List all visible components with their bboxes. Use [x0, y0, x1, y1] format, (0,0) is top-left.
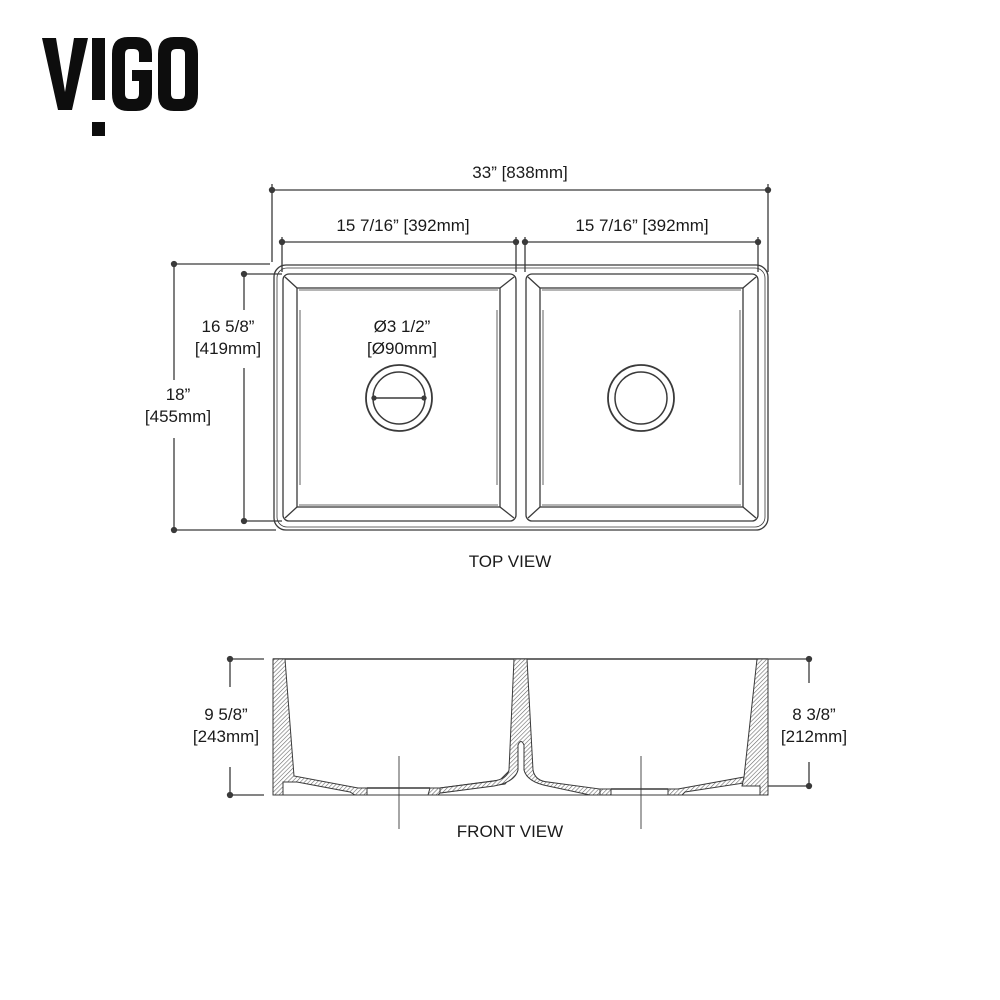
overall-height-dimension	[226, 655, 264, 799]
left-bowl-width-dimension	[278, 237, 520, 272]
top-view-title: TOP VIEW	[468, 552, 552, 571]
overall-depth-label: 18” [455mm]	[134, 384, 222, 428]
overall-height-label: 9 5/8” [243mm]	[182, 704, 270, 748]
right-bowl-width-label: 15 7/16” [392mm]	[557, 215, 727, 237]
front-drain-openings	[367, 787, 668, 790]
overall-depth-dimension	[170, 260, 276, 534]
bowl-depth-label: 16 5/8” [419mm]	[194, 317, 262, 358]
overall-width-dimension	[268, 184, 772, 272]
front-view-title: FRONT VIEW	[456, 822, 564, 841]
left-bowl-width-label: 15 7/16” [392mm]	[318, 215, 488, 237]
drain-diameter-label: Ø3 1/2” [Ø90mm]	[367, 317, 437, 358]
overall-width-label: 33” [838mm]	[440, 162, 600, 184]
drain-centerlines	[398, 756, 642, 829]
vigo-logo	[40, 34, 200, 138]
left-bowl	[282, 273, 517, 522]
right-bowl-width-dimension	[521, 237, 762, 272]
right-drain	[607, 364, 675, 432]
bowl-height-label: 8 3/8” [212mm]	[770, 704, 858, 748]
sink-top-outline	[273, 264, 769, 531]
front-section	[272, 658, 769, 796]
vigo-logo-mark	[42, 37, 198, 136]
left-drain	[365, 364, 433, 432]
bowl-depth-dimension	[240, 270, 282, 525]
right-bowl	[525, 273, 759, 522]
